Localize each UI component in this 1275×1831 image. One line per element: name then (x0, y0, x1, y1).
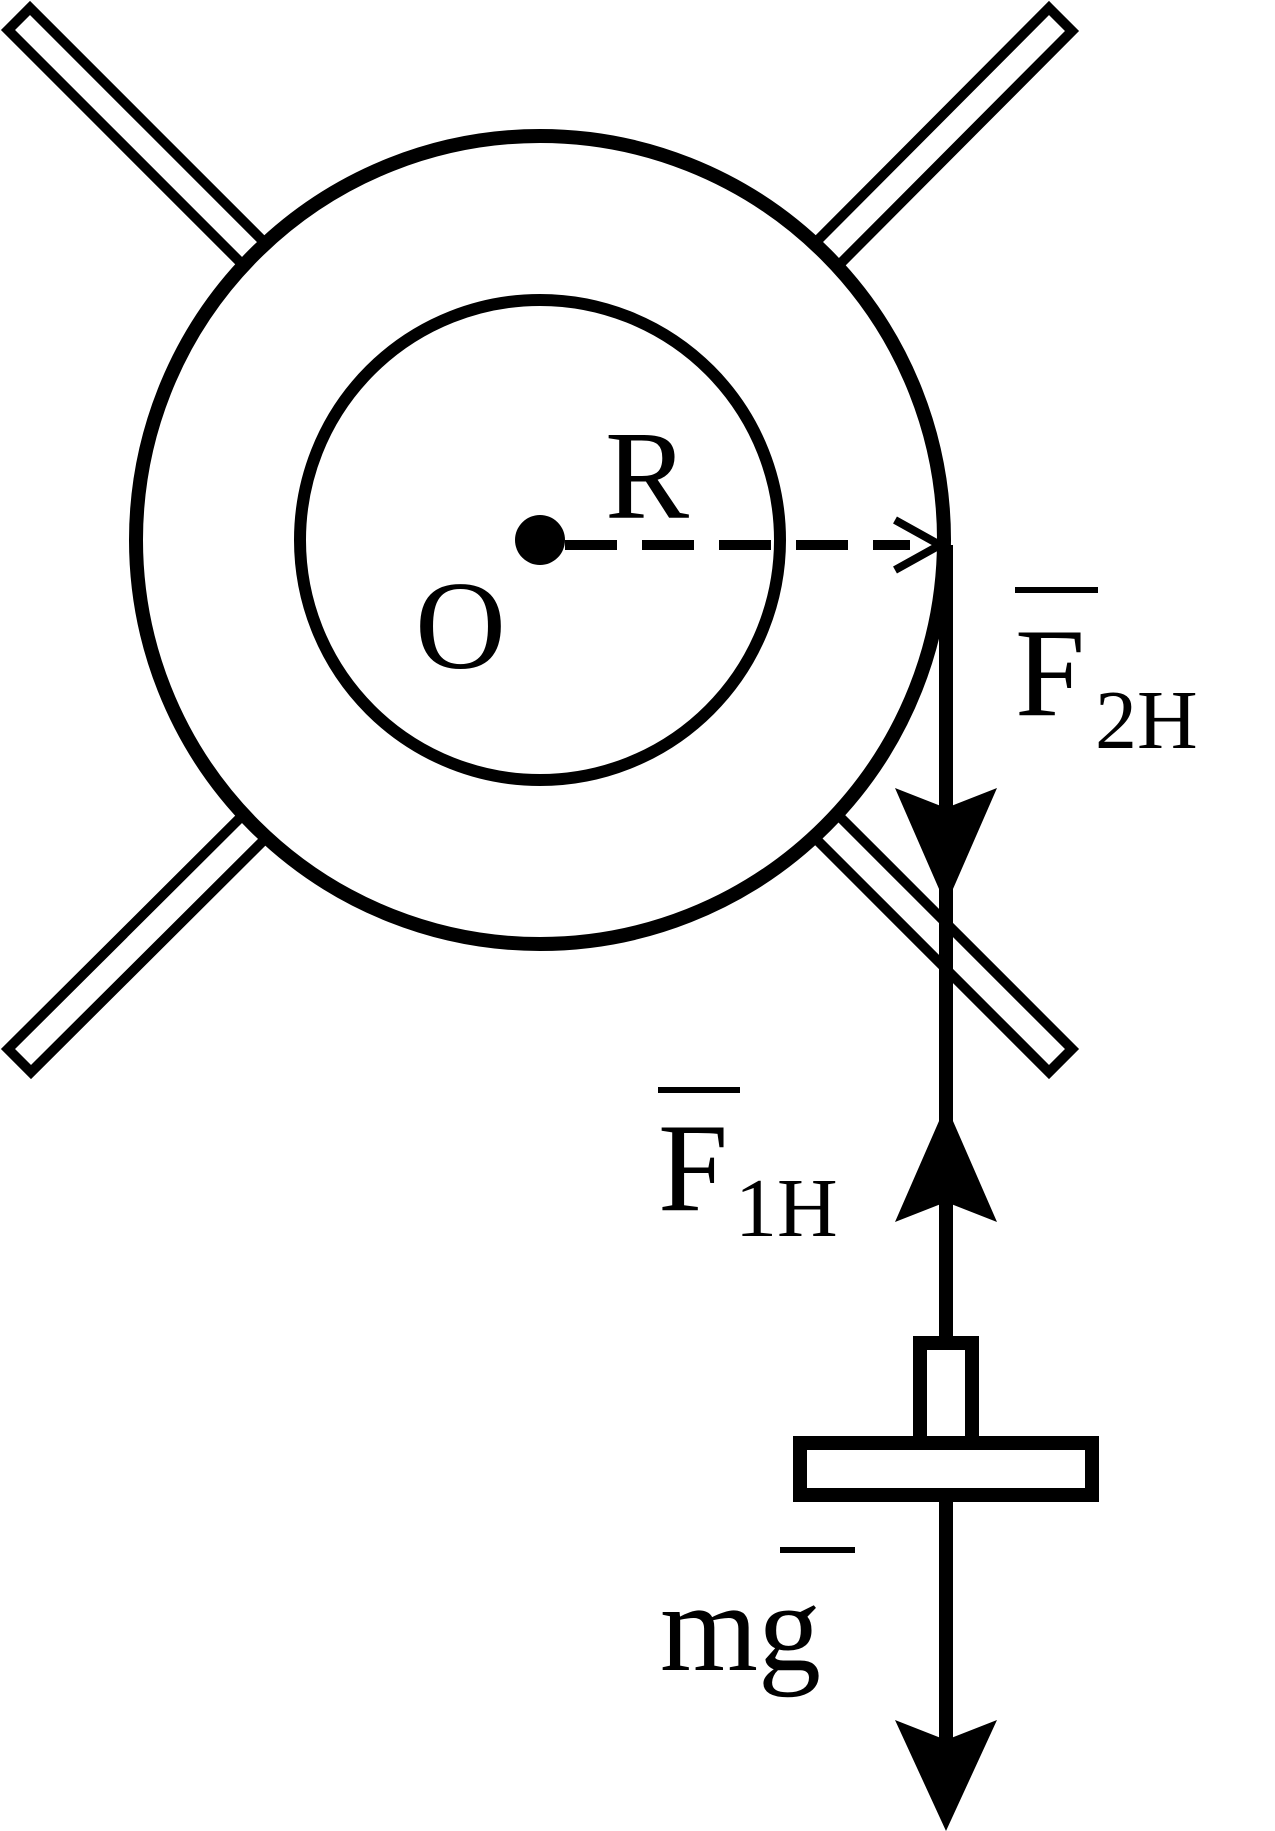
spoke-upper-right (807, 0, 1080, 274)
force-1h-label: F (658, 1099, 728, 1238)
spoke-upper-left (0, 0, 274, 274)
center-label: O (415, 557, 506, 696)
force-2h-label: F (1015, 604, 1085, 743)
force-2h-arrowhead (895, 788, 997, 905)
load-stem (913, 1336, 979, 1450)
spoke-lower-left (0, 807, 274, 1080)
weight-label: mg (660, 1559, 821, 1698)
center-point (515, 515, 565, 565)
load-block (793, 1436, 1099, 1502)
force-1h-subscript: 1H (735, 1162, 838, 1255)
inner-pulley-circle (294, 294, 786, 786)
weight-arrowhead (895, 1720, 997, 1831)
force-1h-arrowhead (895, 1105, 997, 1222)
radius-label: R (605, 407, 689, 546)
force-2h-subscript: 2H (1095, 674, 1198, 767)
